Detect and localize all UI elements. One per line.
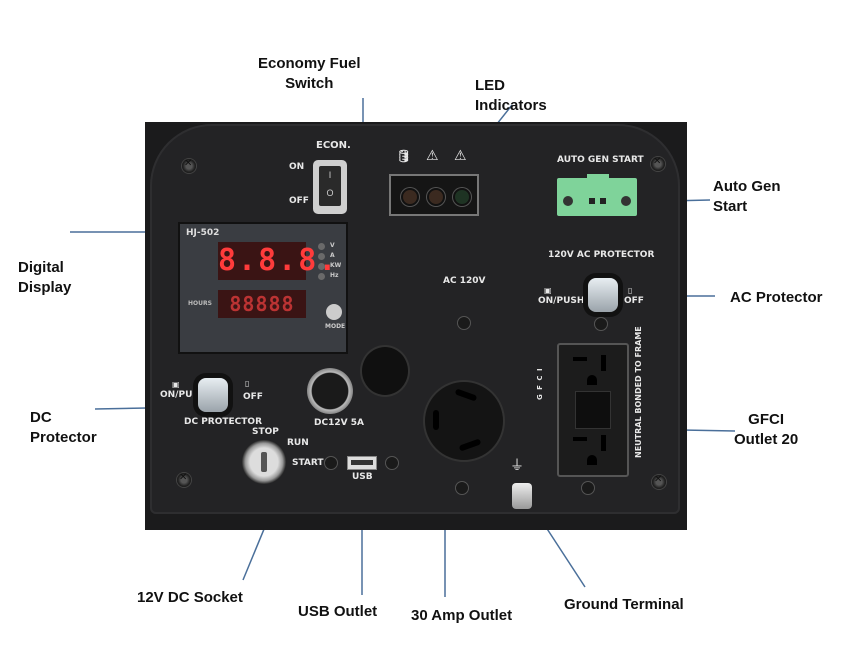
econ-on-label: ON <box>289 162 305 172</box>
unit-label-kw: KW <box>330 262 342 269</box>
ac-on-icon: ▣ <box>544 286 552 295</box>
callout-led-indicators: LED Indicators <box>475 77 547 114</box>
auto-gen-start-terminal[interactable] <box>557 174 637 216</box>
oil-led <box>401 188 419 206</box>
ignition-key-switch[interactable] <box>242 440 286 484</box>
run-label: RUN <box>287 438 309 448</box>
unit-label-v: V <box>330 242 335 249</box>
rocker-on-glyph: I <box>328 170 332 180</box>
screw-icon <box>455 481 469 495</box>
dc-socket-cap[interactable] <box>360 345 410 397</box>
callout-dc-socket: 12V DC Socket <box>137 589 243 606</box>
unit-indicator <box>318 273 325 280</box>
callout-30-amp-outlet: 30 Amp Outlet <box>411 607 513 624</box>
screw-icon <box>177 472 191 487</box>
dc-12v-socket[interactable] <box>307 368 353 414</box>
screw-icon <box>652 474 666 489</box>
stop-label: STOP <box>252 427 279 437</box>
30-amp-outlet[interactable] <box>423 380 505 462</box>
callout-ground-terminal: Ground Terminal <box>564 596 684 613</box>
neutral-bonded-label: NEUTRAL BONDED TO FRAME <box>634 326 643 458</box>
ac-protector-label: 120V AC PROTECTOR <box>548 250 655 260</box>
display-hours-readout: 88888 <box>218 290 306 318</box>
warning-icon: ⚠ <box>426 148 439 164</box>
unit-label-a: A <box>330 252 335 259</box>
dc-off-icon: ▯ <box>245 379 250 388</box>
output-led <box>453 188 471 206</box>
ground-terminal[interactable] <box>512 483 532 509</box>
dc-off-label: OFF <box>243 392 263 402</box>
econ-off-label: OFF <box>289 196 309 206</box>
dc-on-icon: ▣ <box>172 380 180 389</box>
callout-dc-protector: DC Protector <box>30 409 97 446</box>
callout-gfci-outlet: GFCI Outlet 20 <box>734 411 799 448</box>
screw-icon <box>385 456 399 470</box>
auto-gen-start-label: AUTO GEN START <box>557 155 644 165</box>
mode-label: MODE <box>325 323 346 330</box>
gfci-test-reset-buttons[interactable] <box>575 391 611 429</box>
start-label: START <box>292 458 324 468</box>
display-top-readout: 8.8.8. <box>218 242 339 280</box>
dc-socket-label: DC12V 5A <box>314 418 364 428</box>
callout-usb-outlet: USB Outlet <box>298 603 378 620</box>
screw-icon <box>324 456 338 470</box>
gfci-label: G F C I <box>536 367 544 400</box>
unit-indicator <box>318 253 325 260</box>
led-indicator-panel <box>389 174 479 216</box>
rocker-off-glyph: O <box>326 188 334 198</box>
ac-off-label: OFF <box>624 296 644 306</box>
mode-button[interactable] <box>326 304 342 320</box>
screw-icon <box>182 158 196 173</box>
ac-off-icon: ▯ <box>628 286 633 295</box>
econ-label: ECON. <box>316 140 351 151</box>
callout-digital-display: Digital Display <box>18 259 72 296</box>
digital-display: HJ-502 8.8.8. 88888 HOURS V A KW Hz MODE <box>178 222 348 354</box>
unit-indicator <box>318 263 325 270</box>
dc-protector-button[interactable] <box>198 378 228 412</box>
unit-indicator <box>318 243 325 250</box>
callout-auto-gen-start: Auto Gen Start <box>713 178 781 215</box>
overload-led <box>427 188 445 206</box>
callout-economy-fuel-switch: Economy Fuel Switch <box>258 55 361 92</box>
screw-icon <box>581 481 595 495</box>
dc-protector-label: DC PROTECTOR <box>184 417 262 427</box>
ac-on-push-label: ON/PUSH <box>538 296 585 306</box>
display-hours-label: HOURS <box>188 300 212 307</box>
oil-can-icon: 🛢 <box>396 149 412 163</box>
overload-warning-icon: ⚠ <box>454 148 467 164</box>
display-model: HJ-502 <box>186 228 220 238</box>
callout-ac-protector: AC Protector <box>730 289 823 306</box>
screw-icon <box>651 156 665 171</box>
usb-outlet[interactable] <box>347 456 377 470</box>
dc-on-push-label: ON/PUSH <box>160 390 207 400</box>
screw-icon <box>457 316 471 330</box>
usb-label: USB <box>352 472 373 482</box>
gfci-outlet[interactable] <box>557 343 629 477</box>
ground-symbol-icon: ⏚ <box>510 458 524 474</box>
screw-icon <box>594 317 608 331</box>
ac-protector-button[interactable] <box>588 278 618 312</box>
ac-120v-label: AC 120V <box>443 276 486 286</box>
unit-label-hz: Hz <box>330 272 339 279</box>
